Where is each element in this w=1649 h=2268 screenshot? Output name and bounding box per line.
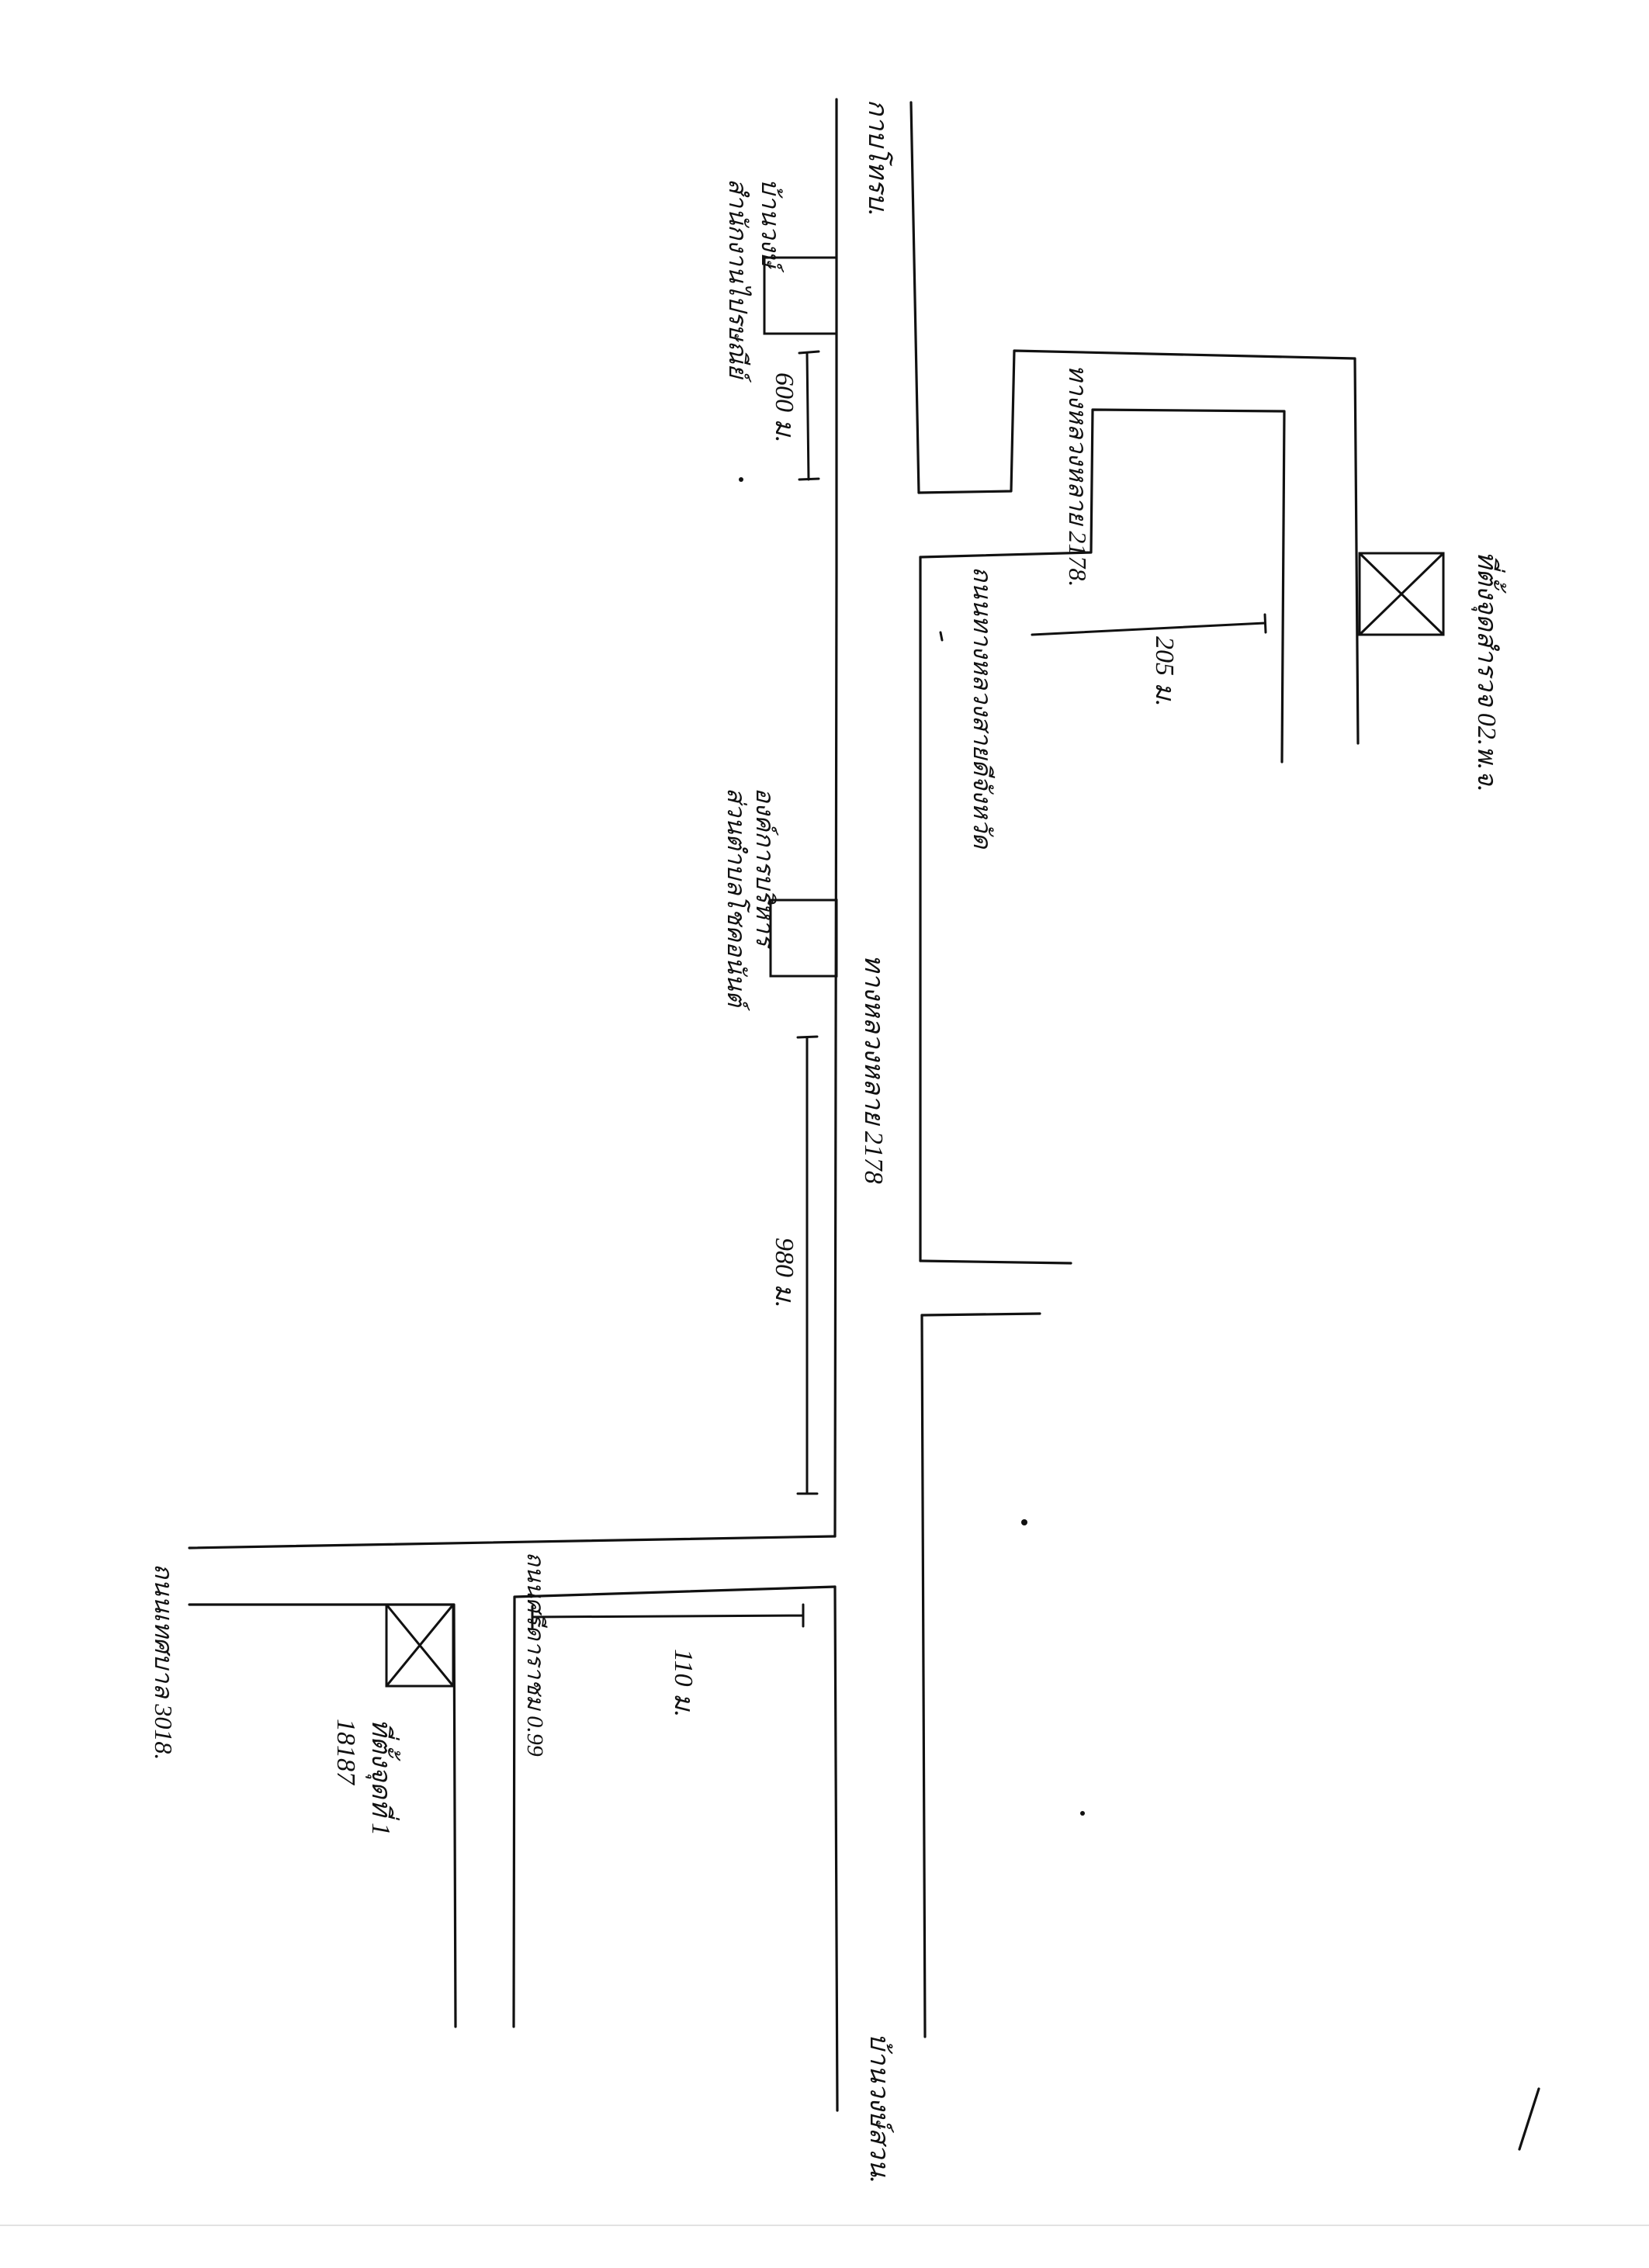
lower-marker-num-text: 18187	[331, 1719, 360, 1786]
lower-side-road-top	[188, 1535, 837, 1550]
label-lower-side-road: ถนนเทศบาล 3018.	[150, 1563, 178, 1760]
admin-office-building	[769, 899, 838, 978]
label-upper-side-road: ทางหลวงหลาย 2178.	[1064, 365, 1092, 587]
lower-survey-marker-x	[385, 1604, 455, 1687]
main-road-left-edge-bottom	[833, 1585, 839, 2112]
tick-mark	[939, 631, 944, 642]
label-main-road: ทางหลวงหลาย 2178	[859, 954, 888, 1184]
upper-branch-text: ถนนทางหลวงสายดีจังหวัด	[968, 566, 996, 850]
label-lower-marker: ที่ตั้งจุดที่ 1 18187	[331, 1719, 401, 1836]
dimension-980m	[796, 1035, 819, 1495]
label-dist-110: 110 ม.	[669, 1649, 698, 1717]
lower-side-road-outer	[188, 1603, 457, 2028]
label-admin-office: องค์การบริหาร ส่วนตำบลโชคอนันต์	[722, 788, 779, 1011]
pen-stroke	[1518, 2087, 1540, 2151]
label-bottom-end: บ้านวงษ์สวน.	[864, 2033, 894, 2183]
dist-600-text: 600 ม.	[770, 372, 799, 442]
label-lower-branch: ถนนศรีดาราชม 0.99	[522, 1552, 548, 1757]
bottom-end-text: บ้านวงษ์สวน.	[864, 2033, 894, 2183]
label-post-office: สำนักงานไปรษณีย์ บ้านวงษ์	[724, 178, 785, 383]
lower-side-road-inner	[512, 1585, 837, 2028]
label-upper-branch: ถนนทางหลวงสายดีจังหวัด	[968, 566, 996, 850]
crossroad-stub-top	[919, 1259, 1072, 1265]
label-dist-980: 980 ม.	[770, 1238, 799, 1307]
post-office-text: สำนักงานไปรษณีย์	[724, 178, 752, 383]
dist-205-text: 205 ม.	[1150, 636, 1179, 706]
label-dist-205: 205 ม.	[1150, 636, 1179, 706]
crossroad-stub-bottom	[920, 1312, 1041, 1317]
post-office-building	[763, 256, 838, 335]
main-road-km-text: ทางหลวงหลาย 2178	[859, 954, 888, 1184]
dimension-205m	[1031, 613, 1267, 636]
dist-980-text: 980 ม.	[770, 1238, 799, 1307]
dist-110-text: 110 ม.	[669, 1649, 698, 1717]
label-top-end: กาบโทรบ.	[863, 99, 893, 216]
dimension-110m	[531, 1603, 805, 1629]
admin-office-text: องค์การบริหาร	[751, 788, 779, 949]
post-office-sub-text: บ้านวงษ์	[757, 178, 785, 273]
upper-survey-marker-x	[1358, 552, 1445, 636]
upper-side-road-text: ทางหลวงหลาย 2178.	[1064, 365, 1092, 587]
main-road-right-edge-top	[909, 101, 920, 494]
dot	[1021, 1519, 1027, 1525]
lower-survey-marker-box	[385, 1603, 455, 1688]
lower-marker-text: ที่ตั้งจุดที่ 1	[365, 1719, 401, 1836]
upper-marker-text: ที่ตั้งจุดสำรวจ 02.พ.จ.	[1471, 551, 1507, 792]
dot	[739, 477, 743, 482]
dot	[1080, 1811, 1085, 1816]
top-end-text: กาบโทรบ.	[863, 99, 893, 216]
dimension-600m	[798, 350, 820, 481]
upper-survey-marker-box	[1358, 552, 1445, 636]
label-upper-marker: ที่ตั้งจุดสำรวจ 02.พ.จ.	[1471, 551, 1507, 792]
admin-office-sub-text: ส่วนตำบลโชคอนันต์	[722, 788, 750, 1011]
lower-branch-text: ถนนศรีดาราชม 0.99	[522, 1552, 548, 1757]
main-road-right-edge-bottom	[920, 1314, 927, 2038]
lower-side-road-text: ถนนเทศบาล 3018.	[150, 1563, 178, 1760]
upper-side-road-outer	[917, 349, 1360, 745]
upper-side-road-inner	[919, 408, 1286, 764]
label-dist-600: 600 ม.	[770, 372, 799, 442]
